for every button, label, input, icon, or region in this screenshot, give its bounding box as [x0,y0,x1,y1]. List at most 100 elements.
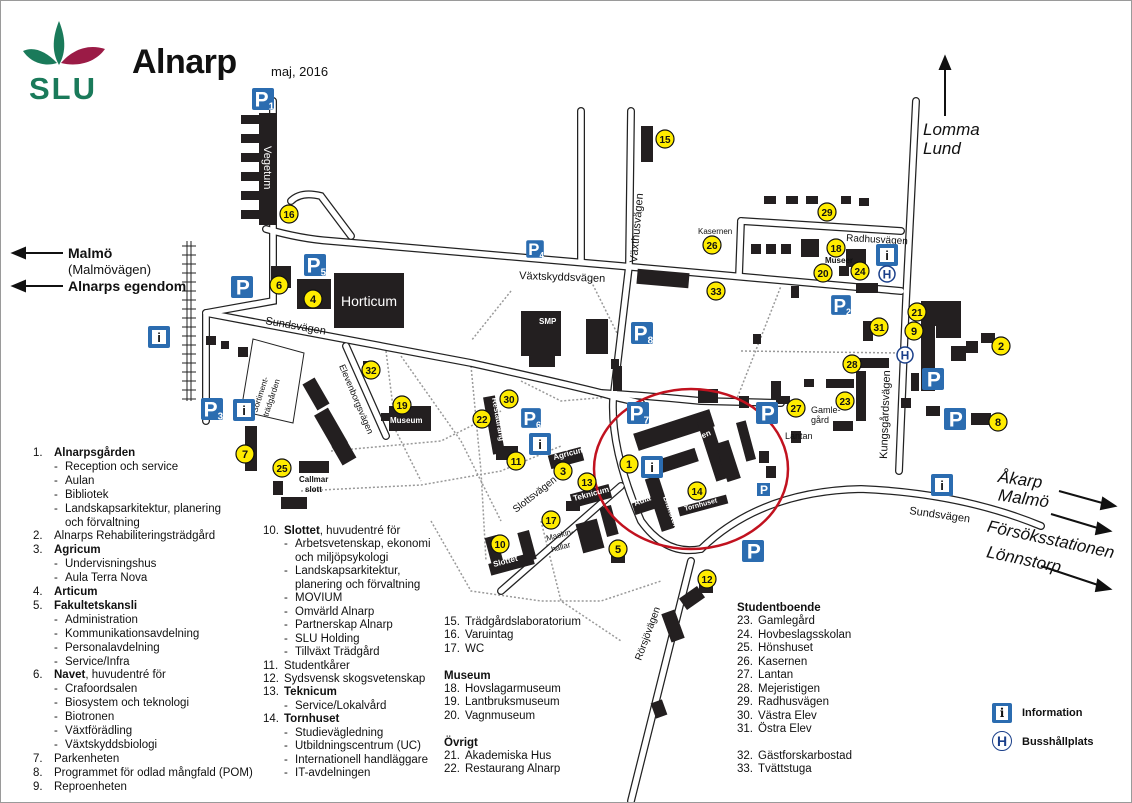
building-marker-2[interactable]: 2 [991,336,1011,356]
bus-stop-icon: H [878,265,896,283]
building-marker-1[interactable]: 1 [619,454,639,474]
legend-item: -Internationell handläggare [284,753,428,766]
legend-label: Aulan [65,474,95,487]
building-marker-29[interactable]: 29 [817,202,837,222]
svg-text:25: 25 [276,464,288,475]
legend-item: planering och förvaltning [263,579,420,592]
building-marker-25[interactable]: 25 [272,458,292,478]
building-marker-10[interactable]: 10 [490,534,510,554]
building [926,406,940,416]
main-entrance-highlight [592,387,790,551]
building [529,349,555,367]
building-marker-9[interactable]: 9 [904,321,924,341]
building-marker-33[interactable]: 33 [706,281,726,301]
legend-label: Trädgårdslaboratorium [465,616,581,628]
road-sundsvagen-west: Sundsvägen [264,315,326,337]
svg-text:30: 30 [503,395,515,406]
building-marker-31[interactable]: 31 [869,317,889,337]
svg-text:9: 9 [911,326,917,338]
building-marker-5[interactable]: 5 [608,539,628,559]
building [547,446,585,470]
building-marker-17[interactable]: 17 [541,510,561,530]
legend-label: Mejeristigen [758,682,820,695]
building [299,461,329,473]
building-marker-11[interactable]: 11 [506,451,526,471]
road-kungsgardsvagen: Kungsgårdsvägen [878,370,893,459]
building [766,244,776,254]
building-marker-16[interactable]: 16 [279,204,299,224]
arrow-left-icon [10,246,63,260]
building [735,420,757,462]
legend-item: 10.Slottet, huvudentré för [263,525,401,537]
building [241,115,261,124]
legend-number: 23. [737,615,753,628]
building-marker-20[interactable]: 20 [813,263,833,283]
legend-label: SLU Holding [295,632,360,645]
svg-text:33: 33 [710,287,722,298]
building [951,346,966,361]
building-marker-26[interactable]: 26 [702,235,722,255]
svg-text:17: 17 [545,516,557,527]
building-marker-18[interactable]: 18 [826,238,846,258]
legend-number: 17. [444,642,460,655]
building-marker-13[interactable]: 13 [577,472,597,492]
legend-label: Radhusvägen [758,696,829,709]
legend-label: Restaurang Alnarp [465,763,561,776]
arrow-right-icon [1058,490,1118,511]
building-marker-15[interactable]: 15 [655,129,675,149]
legend-label: Bibliotek [65,488,109,501]
label-museer: Museer [825,256,853,265]
legend-label: Akademiska Hus [465,750,552,762]
building-marker-8[interactable]: 8 [988,412,1008,432]
legend-item: -Service/Infra [54,655,130,668]
legend-item: -Växtförädling [54,725,133,737]
building [238,347,248,357]
building-markers: 1234567891011121314151617181920212223242… [235,129,1011,589]
building-marker-4[interactable]: 4 [303,289,323,309]
building-marker-21[interactable]: 21 [907,302,927,322]
building [715,439,741,483]
building-marker-32[interactable]: 32 [361,360,381,380]
legend-label: Fakultetskansli [54,599,138,612]
legend-number: 25. [737,642,753,655]
arrow-right-icon [1050,513,1113,536]
parking-sign-icon: P3 [201,398,224,423]
building [931,301,961,326]
building [611,359,619,369]
svg-text:14: 14 [691,487,703,498]
building-marker-30[interactable]: 30 [499,389,519,409]
building-marker-19[interactable]: 19 [392,395,412,415]
building-marker-27[interactable]: 27 [786,398,806,418]
legend-number: 15. [444,616,460,628]
svg-text:i: i [157,330,161,345]
legend-number: 6. [33,669,43,682]
legend-item: Övrigt [444,737,478,750]
building-marker-7[interactable]: 7 [235,444,255,464]
building-marker-23[interactable]: 23 [835,391,855,411]
information-icon: i [233,399,255,421]
legend-item: 28.Mejeristigen [737,683,820,696]
building [791,431,801,443]
building-marker-22[interactable]: 22 [472,409,492,429]
building-marker-6[interactable]: 6 [269,275,289,295]
legend-item: Museum [444,670,491,683]
building [586,319,608,354]
svg-text:31: 31 [873,323,885,334]
building [381,413,389,421]
building-marker-3[interactable]: 3 [553,461,573,481]
building-marker-24[interactable]: 24 [850,261,870,281]
legend-item: 26.Kasernen [737,656,807,669]
building-marker-14[interactable]: 14 [687,481,707,501]
legend-item: 14.Tornhuset [263,713,339,726]
building [859,358,889,368]
building-marker-28[interactable]: 28 [842,354,862,374]
building [633,409,715,451]
building-marker-12[interactable]: 12 [697,569,717,589]
legend-label: Crafoordsalen [65,683,138,696]
building [856,283,878,293]
legend-item: 4.Articum [33,586,97,599]
legend-label: Tvättstuga [758,763,812,776]
legend-label: Programmet för odlad mångfald (POM) [54,766,253,779]
legend-label: och miljöpsykologi [295,551,389,564]
